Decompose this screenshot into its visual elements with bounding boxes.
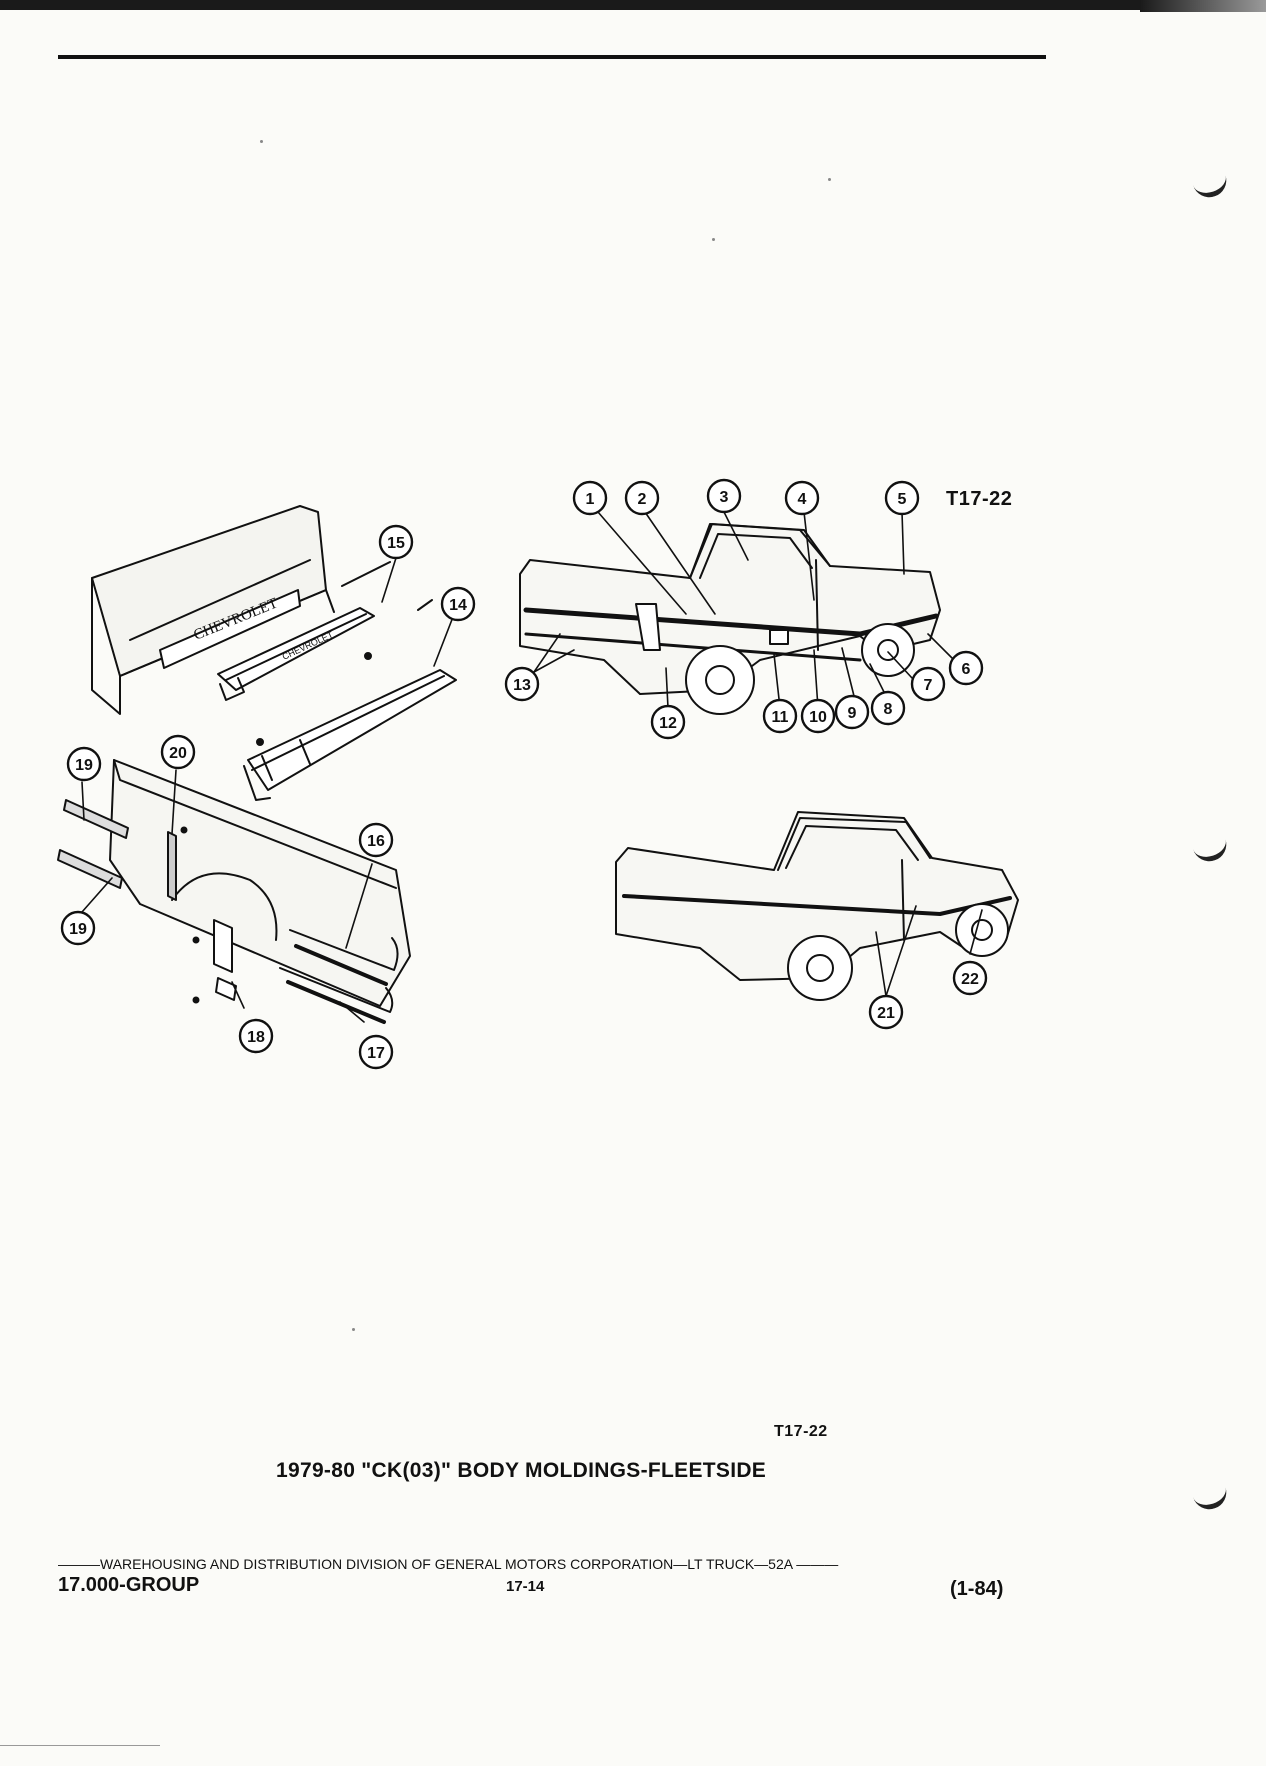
svg-text:6: 6 xyxy=(962,661,971,678)
callout-12: 12 xyxy=(650,704,686,740)
callout-10: 10 xyxy=(800,698,836,734)
callout-15: 15 xyxy=(378,524,414,560)
callout-21: 21 xyxy=(868,994,904,1030)
bedside-assembly-drawing xyxy=(57,759,411,1024)
scan-speck xyxy=(352,1328,355,1331)
callout-markers: 1 2 3 4 5 6 7 8 9 10 11 12 13 14 15 16 1… xyxy=(60,478,988,1070)
callout-7: 7 xyxy=(910,666,946,702)
callout-3: 3 xyxy=(706,478,742,514)
callout-19-bottom: 19 xyxy=(60,910,96,946)
svg-text:11: 11 xyxy=(772,709,789,726)
callout-17: 17 xyxy=(358,1034,394,1070)
header-rule xyxy=(58,55,1046,59)
svg-text:17: 17 xyxy=(367,1045,385,1062)
svg-text:19: 19 xyxy=(69,921,87,938)
callout-2: 2 xyxy=(624,480,660,516)
callout-1: 1 xyxy=(572,480,608,516)
scan-edge-fade xyxy=(1140,0,1266,12)
svg-text:4: 4 xyxy=(798,491,807,508)
callout-4: 4 xyxy=(784,480,820,516)
figure-caption: 1979-80 "CK(03)" BODY MOLDINGS-FLEETSIDE xyxy=(276,1459,767,1482)
svg-text:18: 18 xyxy=(247,1029,265,1046)
svg-text:19: 19 xyxy=(75,757,93,774)
svg-text:7: 7 xyxy=(924,677,933,694)
svg-text:21: 21 xyxy=(877,1005,895,1022)
callout-20: 20 xyxy=(160,734,196,770)
callout-5: 5 xyxy=(884,480,920,516)
svg-text:15: 15 xyxy=(387,535,405,552)
figure-code-bottom: T17-22 xyxy=(774,1423,828,1440)
scan-speck xyxy=(828,178,831,181)
footer-revision: (1-84) xyxy=(950,1578,1004,1600)
callout-22: 22 xyxy=(952,960,988,996)
svg-text:9: 9 xyxy=(848,705,857,722)
svg-text:16: 16 xyxy=(367,833,385,850)
footer-division-line: ———WAREHOUSING AND DISTRIBUTION DIVISION… xyxy=(58,1556,839,1572)
callout-16: 16 xyxy=(358,822,394,858)
footer-page-number: 17-14 xyxy=(506,1578,545,1595)
svg-text:14: 14 xyxy=(449,597,467,614)
leader-lines xyxy=(81,511,983,1023)
svg-text:2: 2 xyxy=(638,491,647,508)
callout-8: 8 xyxy=(870,690,906,726)
footer-group: 17.000-GROUP xyxy=(58,1574,200,1596)
scan-speck xyxy=(260,140,263,143)
callout-19-top: 19 xyxy=(66,746,102,782)
svg-text:13: 13 xyxy=(513,677,531,694)
callout-11: 11 xyxy=(762,698,798,734)
scan-edge-band xyxy=(0,0,1266,10)
svg-text:10: 10 xyxy=(809,709,827,726)
scan-bottom-rule xyxy=(0,1745,160,1746)
callout-18: 18 xyxy=(238,1018,274,1054)
truck-side-view-2 xyxy=(615,811,1019,1001)
callout-13: 13 xyxy=(504,666,540,702)
callout-6: 6 xyxy=(948,650,984,686)
figure-code-top: T17-22 xyxy=(946,488,1013,510)
svg-text:22: 22 xyxy=(961,971,979,988)
svg-text:12: 12 xyxy=(659,715,677,732)
callout-9: 9 xyxy=(834,694,870,730)
svg-text:8: 8 xyxy=(884,701,893,718)
svg-text:3: 3 xyxy=(720,489,729,506)
svg-text:1: 1 xyxy=(586,491,595,508)
svg-text:20: 20 xyxy=(169,745,187,762)
scan-speck xyxy=(712,238,715,241)
callout-14: 14 xyxy=(440,586,476,622)
truck-side-view-1 xyxy=(519,523,941,715)
svg-text:5: 5 xyxy=(898,491,907,508)
